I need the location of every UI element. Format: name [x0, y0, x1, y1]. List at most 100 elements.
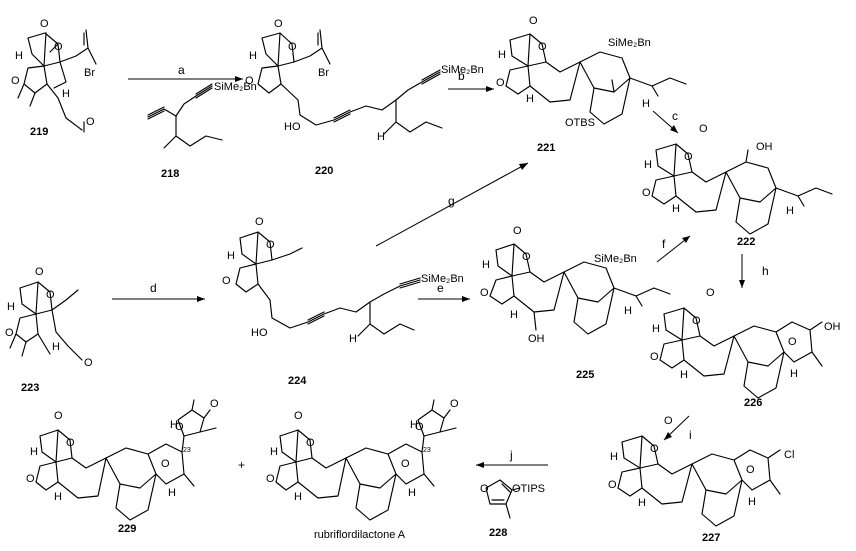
atom-o: O [255, 216, 264, 228]
atom-o: O [642, 187, 651, 199]
atom-o: O [788, 336, 797, 348]
compound-222: O O H O H OH H 222 [642, 123, 833, 248]
hydroxyl: HO [251, 327, 268, 339]
label-226: 226 [744, 397, 762, 409]
atom-h: H [349, 333, 357, 345]
atom-o: O [664, 415, 673, 427]
atom-h: H [15, 50, 23, 62]
atom-o: O [161, 458, 170, 470]
atom-o: O [222, 275, 231, 287]
atom-h: H [62, 88, 70, 100]
atom-h: H [526, 93, 534, 105]
arrow-f: f [656, 235, 691, 263]
atom-h: H [227, 250, 235, 262]
atom-o: O [274, 18, 283, 30]
label-227: 227 [702, 532, 720, 544]
arrow-e: e [418, 281, 470, 302]
label-219: 219 [30, 126, 48, 138]
atom-o: O [650, 443, 659, 455]
hydroxyl: OH [824, 321, 841, 333]
label-225: 225 [576, 369, 594, 381]
compound-218: SiMe₂Bn 218 [147, 81, 257, 180]
atom-br: Br [84, 67, 95, 79]
step-label-h: h [762, 264, 769, 278]
atom-o: O [35, 266, 44, 278]
position-23: 23 [183, 447, 191, 454]
step-label-b: b [458, 69, 465, 83]
arrow-h: h [739, 254, 769, 288]
atom-cl: Cl [784, 449, 794, 461]
silyl-group: SiMe₂Bn [214, 81, 257, 93]
atom-o: O [480, 287, 489, 299]
arrow-g: g [375, 162, 529, 247]
compound-219: O O H O H Br O 219 [11, 18, 97, 138]
compound-221: O O H O H SiMe₂Bn OTBS H 221 [496, 15, 687, 154]
atom-h: H [644, 159, 652, 171]
silyl-group: SiMe₂Bn [608, 37, 651, 49]
atom-o: O [210, 398, 219, 410]
atom-h: H [54, 491, 62, 503]
atom-h: H [294, 491, 302, 503]
step-label-d: d [150, 281, 157, 295]
atom-h: H [7, 301, 15, 313]
step-label-j: j [509, 448, 513, 462]
step-label-c: c [672, 109, 678, 123]
atom-h: H [270, 446, 278, 458]
hydroxyl: OH [756, 141, 773, 153]
silyl-group: SiMe₂Bn [594, 253, 637, 265]
compound-229: O O H O H O O O H 23 H 229 [26, 398, 219, 535]
atom-h: H [249, 50, 257, 62]
atom-h: H [482, 259, 490, 271]
step-label-a: a [178, 63, 185, 77]
step-label-g: g [448, 194, 455, 208]
label-223: 223 [21, 382, 39, 394]
atom-o: O [11, 75, 20, 87]
atom-h: H [624, 305, 632, 317]
silyl-ether: OTIPS [512, 483, 545, 495]
atom-o: O [294, 410, 303, 422]
atom-o: O [746, 464, 755, 476]
atom-o: O [266, 473, 275, 485]
atom-h: H [377, 131, 385, 143]
atom-o: O [538, 41, 547, 53]
step-label-e: e [437, 281, 444, 295]
atom-h: H [748, 496, 756, 508]
atom-h: H [672, 203, 680, 215]
atom-o: O [54, 410, 63, 422]
hydroxyl: HO [284, 121, 301, 133]
compound-227: O O H O H O Cl H 227 [608, 415, 794, 544]
atom-o: O [684, 151, 693, 163]
arrow-j: j [476, 448, 548, 468]
arrow-i: i [663, 415, 692, 442]
atom-o: O [513, 225, 522, 237]
atom-o: O [66, 437, 75, 449]
compound-rubriflordilactone-a: O O H O H O O O H 23 H rubriflordilacton… [266, 398, 459, 541]
atom-br: Br [318, 67, 329, 79]
step-label-f: f [662, 237, 666, 251]
atom-h: H [52, 341, 60, 353]
atom-o: O [522, 251, 531, 263]
atom-h: H [510, 309, 518, 321]
compound-220: O O H O Br HO H SiMe₂Bn 220 [245, 18, 484, 177]
compound-224: O O H O HO H SiMe₂Bn 224 [222, 216, 464, 387]
position-23: 23 [423, 447, 431, 454]
atom-h: H [786, 205, 794, 217]
atom-h: H [790, 368, 798, 380]
label-221: 221 [537, 142, 555, 154]
atom-h: H [680, 369, 688, 381]
atom-o: O [175, 421, 184, 433]
atom-o: O [54, 41, 63, 53]
compound-226: O O H O H O OH H 226 [650, 287, 841, 409]
compound-225: O O H O H OH SiMe₂Bn H 225 [480, 225, 671, 381]
atom-o: O [245, 75, 254, 87]
atom-o: O [86, 116, 95, 128]
atom-h: H [652, 323, 660, 335]
silyl-group: SiMe₂Bn [421, 273, 464, 285]
atom-o: O [288, 41, 297, 53]
atom-o: O [84, 357, 93, 369]
atom-o: O [608, 479, 617, 491]
plus-sign: + [238, 458, 245, 472]
atom-h: H [642, 98, 650, 110]
label-224: 224 [288, 375, 307, 387]
label-220: 220 [315, 165, 333, 177]
